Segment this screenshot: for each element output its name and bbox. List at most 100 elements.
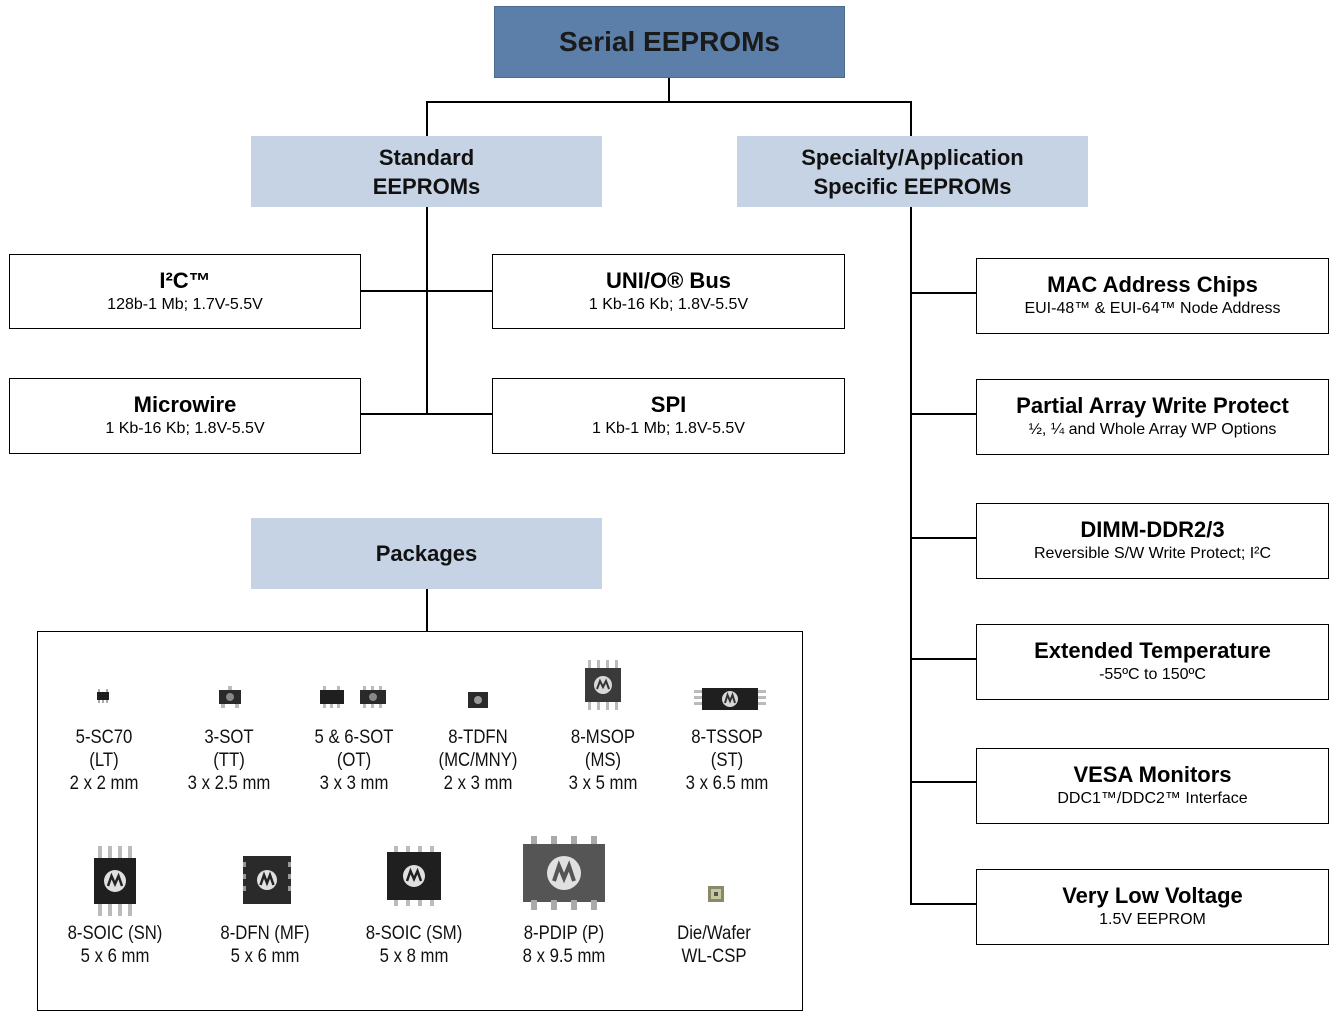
chip-package-icon: [694, 688, 766, 710]
microwire-subtitle: 1 Kb-16 Kb; 1.8V-5.5V: [105, 420, 265, 437]
spi-node: SPI 1 Kb-1 Mb; 1.8V-5.5V: [492, 378, 845, 454]
microwire-title: Microwire: [133, 392, 237, 417]
spec-branch-3: [910, 537, 977, 539]
microwire-node: Microwire 1 Kb-16 Kb; 1.8V-5.5V: [9, 378, 361, 454]
specialty-item-partial-array: Partial Array Write Protect ½, ¼ and Who…: [976, 379, 1329, 455]
spi-subtitle: 1 Kb-1 Mb; 1.8V-5.5V: [592, 420, 745, 437]
spec-branch-1: [910, 292, 977, 294]
package-5-sc70: 5-SC70 (LT) 2 x 2 mm: [60, 726, 148, 795]
package-size: 5 x 8 mm: [379, 946, 449, 967]
package-name: 8-DFN (MF): [220, 923, 310, 944]
standard-eeproms-node: Standard EEPROMs: [251, 136, 602, 207]
package-8-tssop: 8-TSSOP (ST) 3 x 6.5 mm: [674, 726, 780, 795]
branch-microwire-spi: [360, 413, 493, 415]
specialty-item-title: Very Low Voltage: [1062, 883, 1243, 908]
package-size: 3 x 6.5 mm: [685, 773, 769, 794]
specialty-item-extended-temp: Extended Temperature -55ºC to 150ºC: [976, 624, 1329, 700]
specialty-item-subtitle: EUI-48™ & EUI-64™ Node Address: [1024, 300, 1281, 317]
chip-package-icon: [320, 686, 386, 708]
specialty-item-low-voltage: Very Low Voltage 1.5V EEPROM: [976, 869, 1329, 945]
unio-title: UNI/O® Bus: [606, 267, 731, 293]
package-8-soic-sm: 8-SOIC (SM) 5 x 8 mm: [357, 922, 471, 968]
specialty-item-title: VESA Monitors: [1073, 762, 1232, 787]
specialty-trunk: [910, 206, 912, 904]
package-code: (TT): [213, 750, 245, 771]
specialty-item-vesa: VESA Monitors DDC1™/DDC2™ Interface: [976, 748, 1329, 824]
package-name: 5-SC70: [75, 727, 133, 748]
specialty-item-dimm: DIMM-DDR2/3 Reversible S/W Write Protect…: [976, 503, 1329, 579]
package-name: 8-MSOP: [570, 727, 636, 748]
specialty-item-title: DIMM-DDR2/3: [1080, 517, 1225, 542]
die-wafer-icon: [708, 886, 724, 902]
spec-branch-6: [910, 903, 977, 905]
spec-branch-4: [910, 658, 977, 660]
chip-package-icon: [97, 689, 109, 703]
i2c-node: I²C™ 128b-1 Mb; 1.7V-5.5V: [9, 254, 361, 329]
package-code: (MS): [584, 750, 622, 771]
standard-trunk: [426, 206, 428, 414]
i2c-title: I²C™: [159, 267, 211, 293]
spec-branch-2: [910, 413, 977, 415]
root-connector-h: [426, 101, 912, 103]
package-name: 8-TDFN: [448, 727, 508, 748]
standard-line2: EEPROMs: [372, 173, 481, 199]
package-size: 8 x 9.5 mm: [522, 946, 606, 967]
specialty-item-subtitle: -55ºC to 150ºC: [1099, 666, 1206, 683]
chip-package-icon: [468, 692, 488, 708]
unio-subtitle: 1 Kb-16 Kb; 1.8V-5.5V: [588, 295, 749, 313]
package-size: 3 x 2.5 mm: [187, 773, 271, 794]
specialty-item-mac-address: MAC Address Chips EUI-48™ & EUI-64™ Node…: [976, 258, 1329, 334]
package-size: 5 x 6 mm: [80, 946, 150, 967]
chip-package-icon: [94, 846, 136, 916]
chip-package-icon: [585, 660, 621, 710]
package-size: 5 x 6 mm: [230, 946, 300, 967]
package-size: WL-CSP: [681, 946, 747, 967]
package-8-pdip: 8-PDIP (P) 8 x 9.5 mm: [507, 922, 621, 968]
specialty-line2: Specific EEPROMs: [813, 173, 1012, 199]
specialty-item-title: Extended Temperature: [1034, 638, 1271, 663]
package-name: 5 & 6-SOT: [314, 727, 394, 748]
specialty-item-title: MAC Address Chips: [1047, 272, 1258, 297]
package-die-wafer: Die/Wafer WL-CSP: [657, 922, 771, 968]
chip-package-icon: [523, 836, 605, 910]
package-size: 3 x 5 mm: [568, 773, 638, 794]
i2c-subtitle: 128b-1 Mb; 1.7V-5.5V: [107, 295, 263, 313]
package-size: 2 x 3 mm: [443, 773, 513, 794]
specialty-eeproms-node: Specialty/Application Specific EEPROMs: [737, 136, 1088, 207]
package-name: Die/Wafer: [677, 923, 751, 944]
package-5-6-sot: 5 & 6-SOT (OT) 3 x 3 mm: [301, 726, 407, 795]
package-name: 8-SOIC (SN): [67, 923, 163, 944]
specialty-item-subtitle: DDC1™/DDC2™ Interface: [1057, 790, 1248, 807]
root-title: Serial EEPROMs: [559, 26, 780, 57]
chip-package-icon: [243, 856, 291, 904]
specialty-item-title: Partial Array Write Protect: [1016, 393, 1289, 418]
package-name: 3-SOT: [204, 727, 254, 748]
packages-title: Packages: [375, 541, 478, 566]
packages-node: Packages: [251, 518, 602, 589]
packages-panel: [37, 631, 803, 1011]
package-8-tdfn: 8-TDFN (MC/MNY) 2 x 3 mm: [425, 726, 531, 795]
chip-package-icon: [219, 686, 241, 708]
package-3-sot: 3-SOT (TT) 3 x 2.5 mm: [176, 726, 282, 795]
package-size: 3 x 3 mm: [319, 773, 389, 794]
spec-branch-5: [910, 781, 977, 783]
chip-package-icon: [387, 846, 441, 906]
specialty-connector-top: [910, 101, 912, 136]
package-8-msop: 8-MSOP (MS) 3 x 5 mm: [550, 726, 656, 795]
package-name: 8-SOIC (SM): [365, 923, 463, 944]
package-code: (MC/MNY): [438, 750, 518, 771]
unio-node: UNI/O® Bus 1 Kb-16 Kb; 1.8V-5.5V: [492, 254, 845, 329]
root-connector-v: [668, 78, 670, 102]
root-node: Serial EEPROMs: [494, 6, 845, 78]
package-8-soic-sn: 8-SOIC (SN) 5 x 6 mm: [58, 922, 172, 968]
package-name: 8-PDIP (P): [523, 923, 605, 944]
spi-title: SPI: [650, 392, 687, 417]
packages-connector: [426, 588, 428, 632]
specialty-item-subtitle: 1.5V EEPROM: [1099, 911, 1206, 928]
package-8-dfn-mf: 8-DFN (MF) 5 x 6 mm: [208, 922, 322, 968]
package-name: 8-TSSOP: [691, 727, 763, 748]
specialty-item-subtitle: Reversible S/W Write Protect; I²C: [1033, 545, 1272, 562]
standard-connector-top: [426, 101, 428, 136]
branch-i2c-unio: [360, 290, 493, 292]
standard-line1: Standard: [378, 144, 475, 170]
